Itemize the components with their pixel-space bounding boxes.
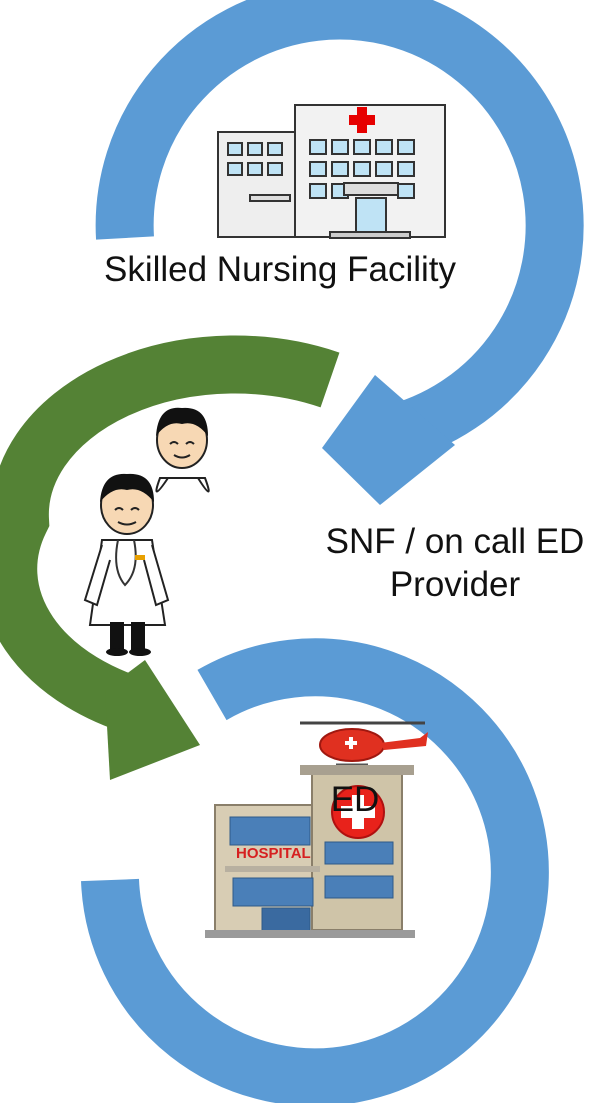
provider-cycle-arrow <box>0 335 340 780</box>
snf-label: Skilled Nursing Facility <box>103 250 457 289</box>
helicopter-icon <box>300 721 428 767</box>
doctor-stethoscope-icon <box>83 473 170 656</box>
provider-label: SNF / on call ED Provider <box>300 520 610 606</box>
provider-label-line1: SNF / on call ED <box>325 522 585 561</box>
ed-cycle-arrow <box>81 638 549 1103</box>
hospital-sign-text: HOSPITAL <box>236 845 311 862</box>
ed-label: ED <box>330 780 380 819</box>
snf-cycle-arrow <box>95 0 584 505</box>
nursing-facility-building-icon <box>217 104 446 239</box>
doctor-head-icon <box>155 407 210 493</box>
provider-label-line2: Provider <box>389 565 521 604</box>
hospital-helicopter-icon: HOSPITAL <box>205 721 428 938</box>
